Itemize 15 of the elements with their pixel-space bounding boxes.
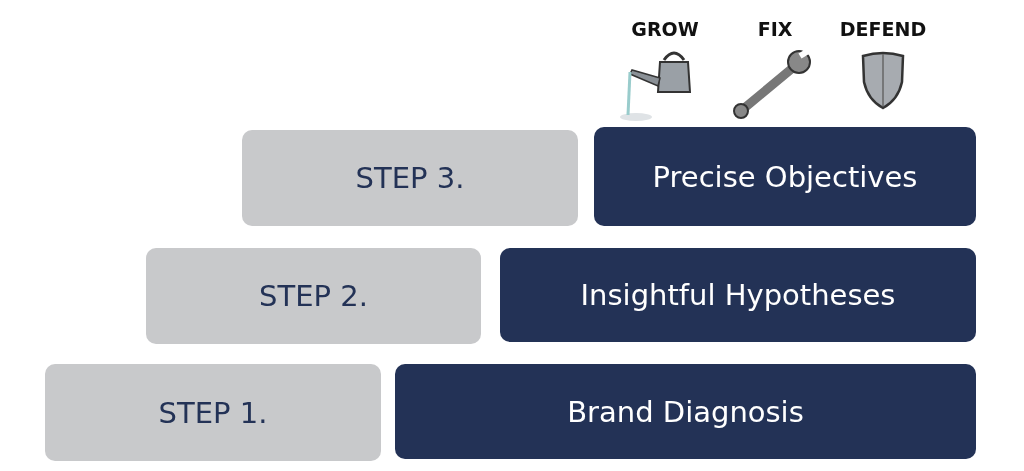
icon-caption: FIX xyxy=(757,18,793,40)
stage-title: Precise Objectives xyxy=(652,159,918,194)
stage-box xyxy=(500,248,976,342)
stage-box xyxy=(395,364,976,459)
icon-caption: GROW xyxy=(631,18,699,40)
icon-caption: DEFEND xyxy=(839,18,927,40)
step-label: STEP 3. xyxy=(355,161,465,195)
step-label: STEP 2. xyxy=(259,279,368,313)
step-box xyxy=(146,248,481,344)
step-box xyxy=(242,130,578,226)
step-box xyxy=(45,364,381,461)
stage-title: Insightful Hypotheses xyxy=(580,278,896,312)
stage-title: Brand Diagnosis xyxy=(567,394,804,429)
step-label: STEP 1. xyxy=(158,395,268,430)
stage-box xyxy=(594,127,976,226)
